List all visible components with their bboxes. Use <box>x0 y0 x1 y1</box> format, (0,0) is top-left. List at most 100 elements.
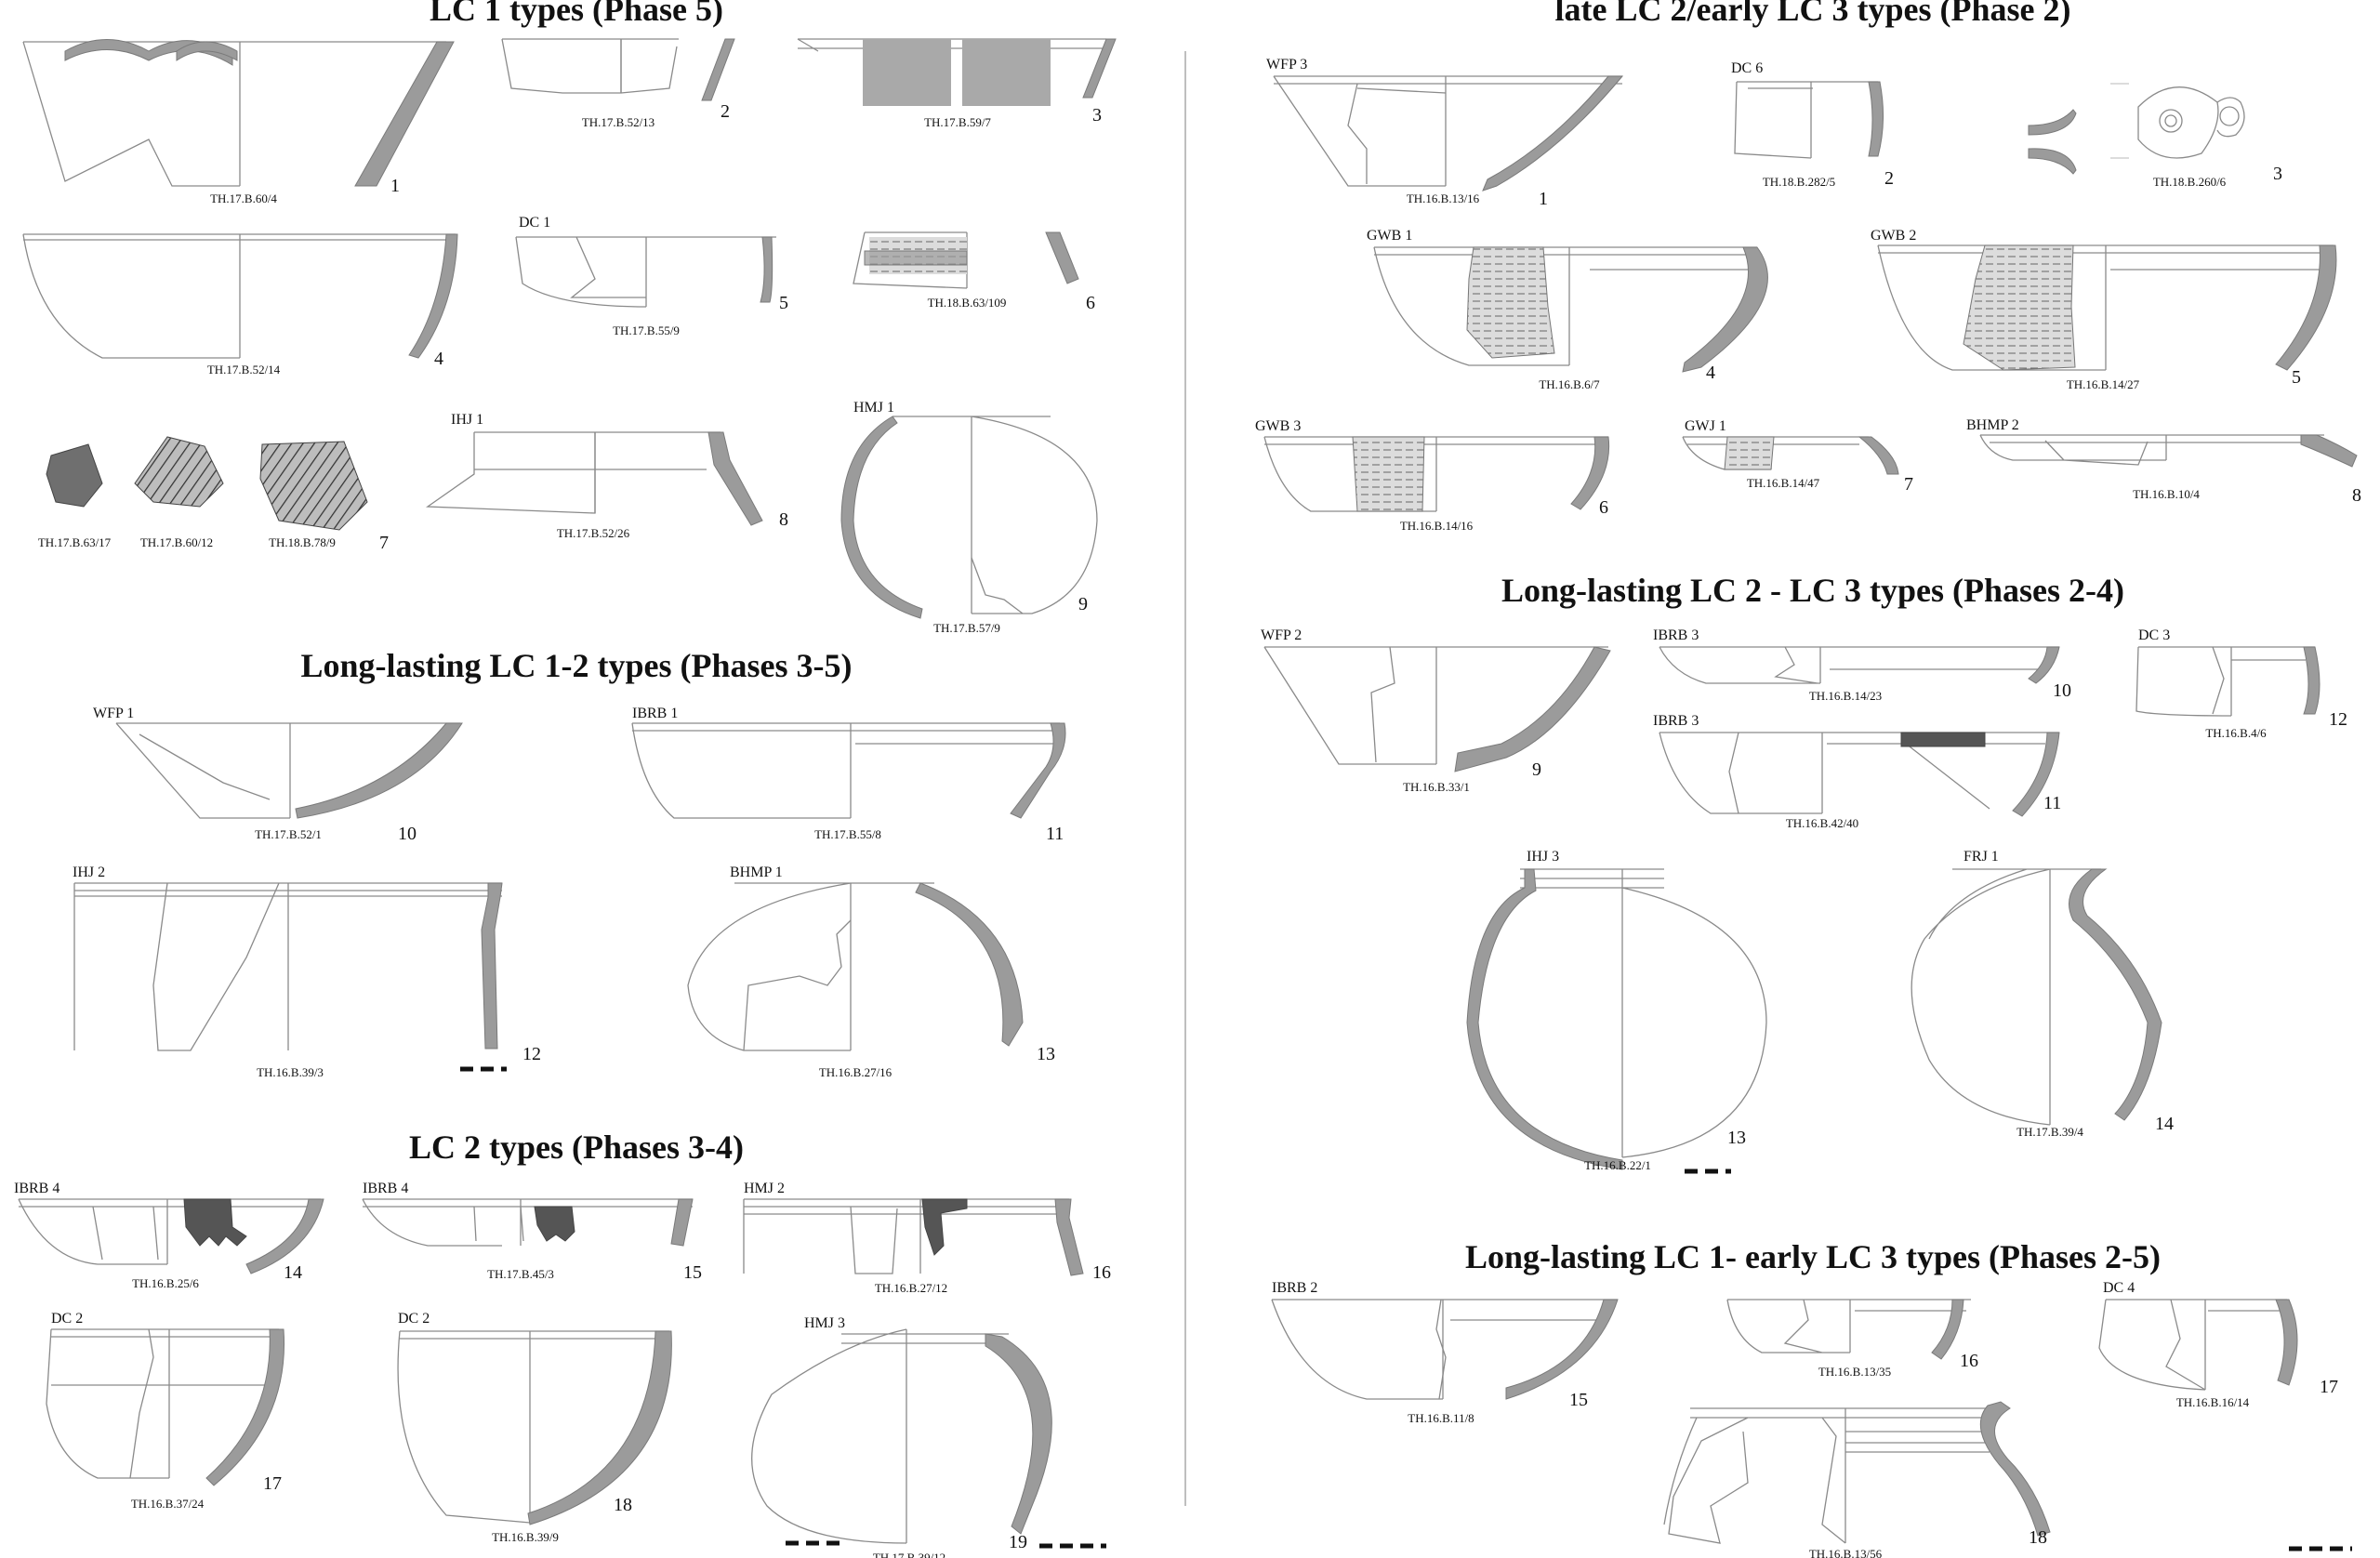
vessel-drawing <box>515 236 776 308</box>
vessel-drawing <box>1726 1299 1971 1360</box>
type-label: HMJ 2 <box>744 1181 785 1196</box>
catalogue-number: TH.16.B.13/35 <box>1818 1365 1891 1379</box>
catalogue-number: TH.17.B.57/9 <box>933 621 1000 635</box>
figure-number: 6 <box>1599 497 1608 518</box>
figure-number: 12 <box>2329 709 2347 730</box>
figure-number: 4 <box>1706 363 1715 383</box>
figure-number: 10 <box>2053 680 2071 701</box>
type-label: IBRB 3 <box>1653 713 1699 729</box>
vessel-drawing <box>1682 436 1899 475</box>
section-title-late-lc2: late LC 2/early LC 3 types (Phase 2) <box>1555 0 2071 28</box>
section-title-lc1: LC 1 types (Phase 5) <box>430 0 723 28</box>
type-label: DC 4 <box>2103 1280 2135 1296</box>
figure-number: 16 <box>1960 1351 1978 1371</box>
catalogue-number: TH.17.B.63/17 <box>38 535 112 549</box>
figure-number: 9 <box>1532 759 1541 780</box>
type-label: IHJ 3 <box>1527 849 1559 865</box>
figure-number: 15 <box>683 1262 702 1283</box>
vessel-drawing <box>840 416 1098 619</box>
figure-number: 8 <box>779 509 788 530</box>
vessel-drawing <box>631 722 1066 819</box>
section-title-long-lc12: Long-lasting LC 1-2 types (Phases 3-5) <box>300 647 852 684</box>
figure-number: 11 <box>1046 824 1064 844</box>
catalogue-number: TH.17.B.52/14 <box>207 363 281 376</box>
figure-number: 5 <box>779 293 788 313</box>
catalogue-number: TH.16.B.13/56 <box>1809 1547 1883 1558</box>
vessel-drawing <box>2098 1299 2298 1391</box>
figure-number: 18 <box>2029 1527 2047 1548</box>
catalogue-number: TH.17.B.39/12 <box>873 1551 945 1558</box>
vessel-drawing <box>1877 244 2337 371</box>
catalogue-number: TH.16.B.14/23 <box>1809 689 1882 703</box>
vessel-drawing <box>743 1198 1084 1276</box>
vessel-drawing <box>397 1330 672 1525</box>
type-label: IBRB 2 <box>1272 1280 1317 1296</box>
figure-number: 10 <box>398 824 416 844</box>
vessel-drawing <box>1663 1401 2051 1544</box>
figure-number: 4 <box>434 349 443 369</box>
figure-number: 7 <box>1904 474 1913 495</box>
catalogue-number: TH.16.B.22/1 <box>1584 1158 1651 1172</box>
type-label: DC 2 <box>398 1311 430 1327</box>
catalogue-number: TH.18.B.78/9 <box>269 535 336 549</box>
vessel-drawing <box>1273 75 1624 191</box>
catalogue-number: TH.16.B.33/1 <box>1403 780 1470 794</box>
sherd-photographs <box>46 436 368 531</box>
type-label: IBRB 1 <box>632 706 678 721</box>
catalogue-number: TH.16.B.27/16 <box>819 1065 892 1079</box>
figure-number: 19 <box>1009 1532 1027 1552</box>
figure-number: 11 <box>2043 793 2061 813</box>
type-label: BHMP 1 <box>730 865 783 880</box>
type-label: BHMP 2 <box>1966 417 2019 433</box>
catalogue-number: TH.17.B.59/7 <box>924 115 991 129</box>
figure-number: 17 <box>2320 1377 2338 1397</box>
catalogue-number: TH.17.B.39/4 <box>2016 1125 2083 1139</box>
vessel-drawing <box>1373 246 1768 373</box>
vessel-drawing <box>853 231 1079 289</box>
vessel-drawing <box>1271 1299 1619 1400</box>
figure-number: 3 <box>1092 105 1102 125</box>
catalogue-number: TH.18.B.63/109 <box>928 296 1007 310</box>
catalogue-number: TH.17.B.52/1 <box>255 827 322 841</box>
figure-number: 7 <box>379 533 389 553</box>
type-label: FRJ 1 <box>1964 849 1999 865</box>
figure-number: 12 <box>522 1044 541 1064</box>
vessel-drawing <box>73 882 503 1051</box>
type-label: GWB 2 <box>1871 228 1916 244</box>
vessel-drawing <box>2135 646 2320 717</box>
vessel-drawing <box>46 1328 285 1486</box>
catalogue-number: TH.16.B.13/16 <box>1407 191 1480 205</box>
type-label: DC 3 <box>2138 627 2170 643</box>
type-label: HMJ 3 <box>804 1315 845 1331</box>
figure-number: 3 <box>2273 164 2282 184</box>
vessel-drawing <box>426 431 763 526</box>
vessel-drawing <box>362 1198 694 1247</box>
catalogue-number: TH.16.B.39/3 <box>257 1065 324 1079</box>
vessel-drawing <box>1979 434 2358 468</box>
figure-number: 8 <box>2352 485 2361 506</box>
vessel-drawing <box>18 1198 324 1274</box>
type-label: IBRB 4 <box>14 1181 60 1196</box>
vessel-drawing <box>22 233 458 359</box>
catalogue-number: TH.16.B.14/27 <box>2067 377 2140 391</box>
vessel-drawing <box>1263 646 1611 772</box>
vessel-drawing <box>687 882 1024 1051</box>
figure-number: 15 <box>1569 1390 1588 1410</box>
vessel-drawing <box>22 39 455 187</box>
vessel-drawing <box>1659 646 2060 684</box>
catalogue-number: TH.18.B.260/6 <box>2153 175 2227 189</box>
vessel-drawing <box>2028 83 2245 175</box>
catalogue-number: TH.16.B.4/6 <box>2205 726 2267 740</box>
catalogue-number: TH.16.B.11/8 <box>1408 1411 1474 1425</box>
vessel-drawing <box>1659 732 2060 817</box>
catalogue-number: TH.16.B.37/24 <box>131 1497 205 1511</box>
type-label: WFP 1 <box>93 706 134 721</box>
catalogue-number: TH.16.B.39/9 <box>492 1530 559 1544</box>
vessel-drawing <box>1263 436 1610 512</box>
figure-number: 14 <box>2155 1114 2174 1134</box>
catalogue-number: TH.17.B.52/26 <box>557 526 630 540</box>
figure-number: 14 <box>284 1262 302 1283</box>
figure-number: 9 <box>1078 594 1088 614</box>
type-label: GWJ 1 <box>1685 418 1726 434</box>
